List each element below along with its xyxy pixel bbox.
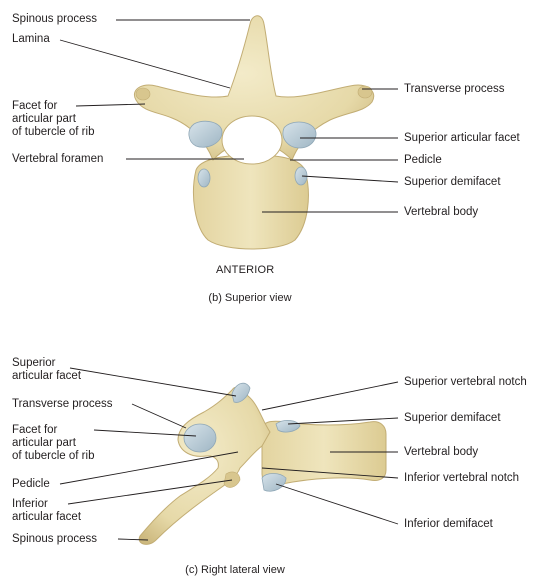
lateral-view-caption: (c) Right lateral view bbox=[135, 564, 335, 576]
lat-inferior-demifacet bbox=[262, 474, 286, 492]
sup-label-facet-rib: Facet for articular part of tubercle of … bbox=[12, 100, 94, 139]
superior-view-caption: (b) Superior view bbox=[150, 292, 350, 304]
superior-view-drawing bbox=[134, 16, 373, 249]
sup-label-transverse-process: Transverse process bbox=[404, 83, 505, 96]
lat-label-inferior-articular-facet: Inferior articular facet bbox=[12, 498, 81, 524]
lat-label-transverse-process: Transverse process bbox=[12, 398, 113, 411]
sup-tp-facet-right bbox=[358, 86, 372, 98]
sup-label-superior-demifacet: Superior demifacet bbox=[404, 176, 501, 189]
lat-tp-facet bbox=[184, 424, 216, 452]
sup-label-vertebral-foramen: Vertebral foramen bbox=[12, 153, 103, 166]
lat-vertebral-arch bbox=[139, 387, 270, 544]
lat-label-superior-vertebral-notch: Superior vertebral notch bbox=[404, 376, 527, 389]
sup-articular-facet-right bbox=[283, 122, 316, 148]
lat-label-vertebral-body: Vertebral body bbox=[404, 446, 478, 459]
sup-label-superior-articular-facet: Superior articular facet bbox=[404, 132, 520, 145]
sup-vertebral-foramen bbox=[222, 116, 282, 164]
sup-tp-facet-left bbox=[136, 88, 150, 100]
lat-label-inferior-vertebral-notch: Inferior vertebral notch bbox=[404, 472, 519, 485]
lat-label-facet-rib: Facet for articular part of tubercle of … bbox=[12, 424, 94, 463]
lat-label-spinous-process: Spinous process bbox=[12, 533, 97, 546]
lat-label-superior-articular-facet: Superior articular facet bbox=[12, 357, 81, 383]
sup-label-spinous-process: Spinous process bbox=[12, 13, 97, 26]
anterior-orientation-label: ANTERIOR bbox=[216, 264, 274, 276]
sup-demifacet-left bbox=[198, 169, 210, 187]
sup-label-lamina: Lamina bbox=[12, 33, 50, 46]
lat-label-pedicle: Pedicle bbox=[12, 478, 50, 491]
sup-label-pedicle: Pedicle bbox=[404, 154, 442, 167]
lat-inferior-articular-facet bbox=[224, 472, 240, 487]
lat-label-inferior-demifacet: Inferior demifacet bbox=[404, 518, 493, 531]
sup-vertebral-body bbox=[193, 155, 308, 249]
sup-label-vertebral-body: Vertebral body bbox=[404, 206, 478, 219]
lateral-view-drawing bbox=[139, 383, 386, 544]
lat-label-superior-demifacet: Superior demifacet bbox=[404, 412, 501, 425]
